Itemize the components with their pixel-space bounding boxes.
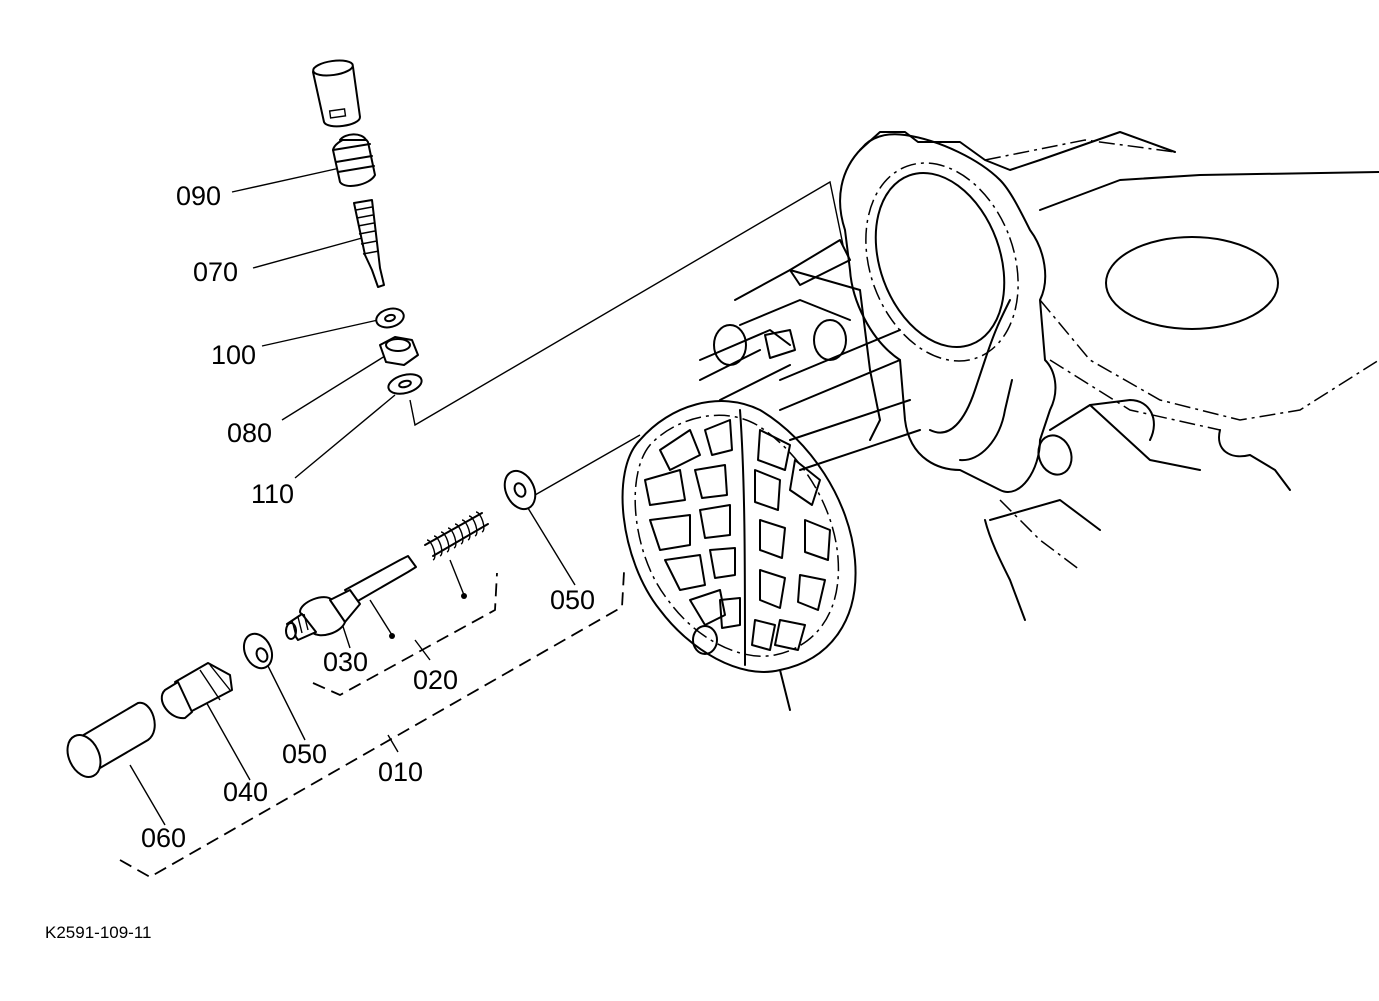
label-050-upper: 050 [550, 585, 595, 615]
reference-lines [119, 167, 844, 879]
leader-060 [129, 764, 166, 826]
part-040-cap-nut [160, 662, 233, 720]
leader-050-upper [519, 494, 576, 586]
lower-part-stack [66, 469, 537, 778]
leader-040 [204, 699, 251, 781]
leader-030-dot [369, 599, 393, 636]
upper-part-stack [312, 59, 423, 395]
leader-080 [281, 355, 386, 421]
part-030-valve [285, 555, 417, 641]
part-020-spring [424, 511, 489, 561]
part-labels: 090 070 100 080 110 050 030 020 050 010 … [141, 181, 595, 853]
leader-100 [261, 319, 379, 347]
label-100: 100 [211, 340, 256, 370]
engine-block-drawing [621, 131, 1379, 711]
label-090: 090 [176, 181, 221, 211]
group-010-bracket [119, 571, 625, 879]
leader-070 [252, 237, 363, 269]
group-020-bracket [312, 572, 498, 697]
label-040: 040 [223, 777, 268, 807]
label-050-lower: 050 [282, 739, 327, 769]
label-070: 070 [193, 257, 238, 287]
label-110: 110 [251, 479, 294, 509]
leader-110 [294, 394, 396, 479]
part-060-sleeve [66, 701, 156, 778]
label-080: 080 [227, 418, 272, 448]
leader-090 [231, 167, 341, 193]
leader-050-lower [264, 659, 306, 741]
label-060: 060 [141, 823, 186, 853]
label-010: 010 [378, 757, 423, 787]
label-030: 030 [323, 647, 368, 677]
drawing-reference-code: K2591-109-11 [45, 923, 152, 942]
label-020: 020 [413, 665, 458, 695]
part-070-rod [353, 199, 385, 288]
leader-020-dot [449, 559, 465, 596]
